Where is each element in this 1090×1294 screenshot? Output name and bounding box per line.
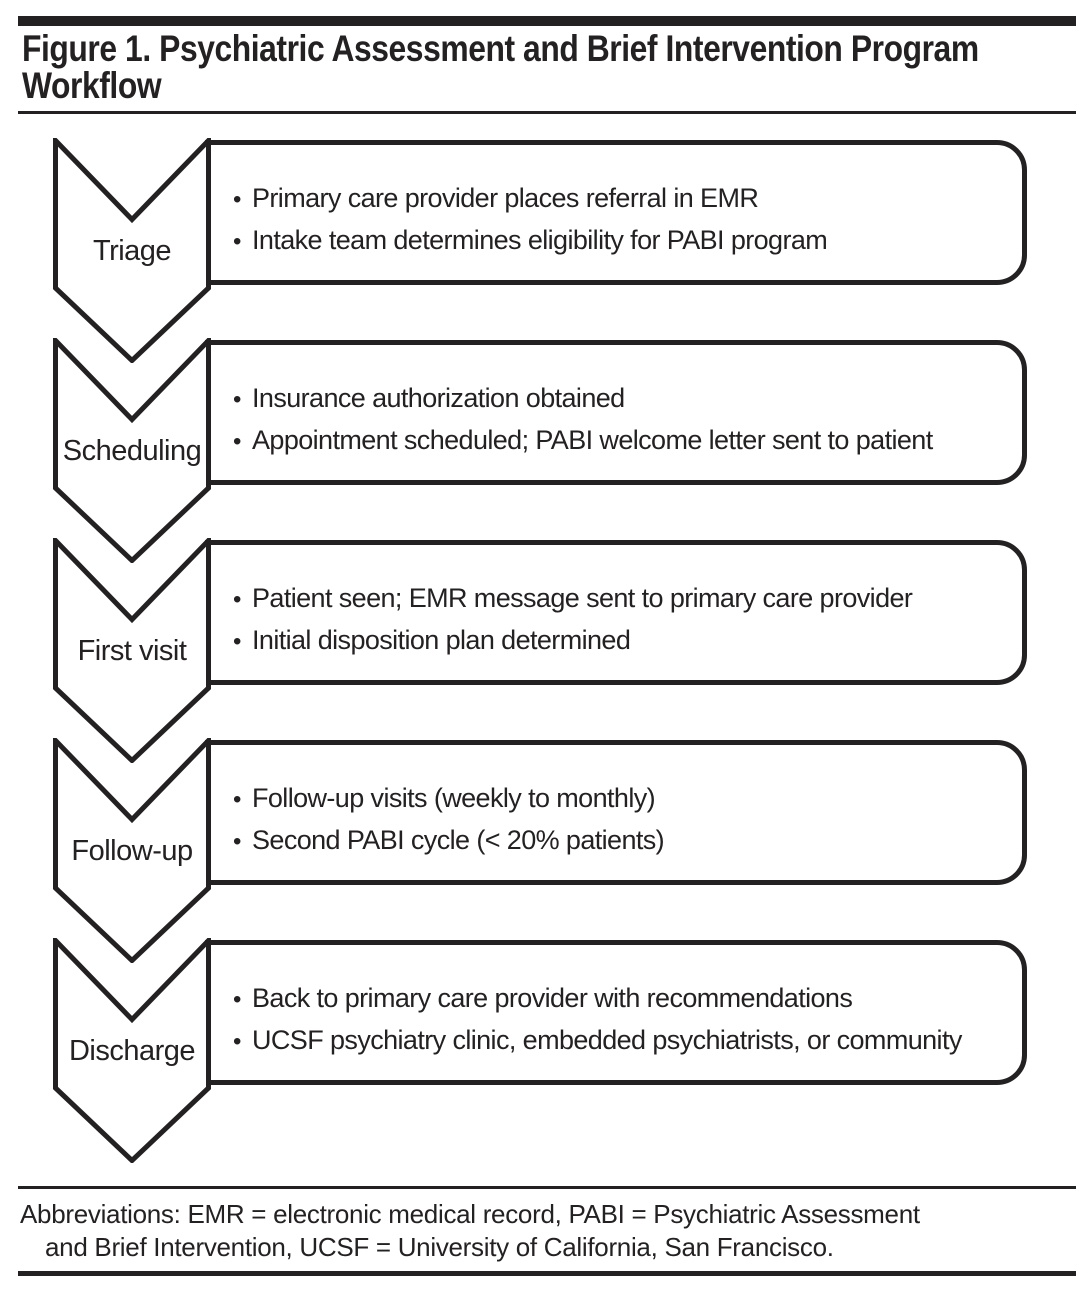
bullet-icon: • [233, 628, 241, 655]
bullet-text: Initial disposition plan determined [252, 625, 631, 655]
bullet-icon: • [233, 186, 241, 213]
footnote-line-2: and Brief Intervention, UCSF = Universit… [45, 1232, 834, 1262]
workflow-stage-follow-up: • Follow-up visits (weekly to monthly) • S… [0, 738, 1090, 963]
bullet-item: • Intake team determines eligibility for … [233, 220, 1004, 262]
stage-detail-box: • Back to primary care provider with reco… [205, 940, 1027, 1085]
chevron-down-icon [53, 538, 211, 763]
stage-label: Follow-up [71, 835, 193, 867]
stage-label: Scheduling [62, 435, 202, 467]
workflow-stage-triage: • Primary care provider places referral i… [0, 138, 1090, 363]
bullet-icon: • [233, 986, 241, 1013]
bullet-item: • Patient seen; EMR message sent to prima… [233, 578, 1004, 620]
bullet-item: • Initial disposition plan determined [233, 620, 1004, 662]
stage-detail-box: • Patient seen; EMR message sent to prima… [205, 540, 1027, 685]
bullet-item: • UCSF psychiatry clinic, embedded psychi… [233, 1020, 1004, 1062]
bullet-list: • Insurance authorization obtained • Appoi… [210, 345, 1022, 462]
bullet-text: UCSF psychiatry clinic, embedded psychia… [252, 1025, 962, 1055]
bullet-icon: • [233, 828, 241, 855]
bullet-text: Back to primary care provider with recom… [252, 983, 853, 1013]
bullet-icon: • [233, 786, 241, 813]
bullet-list: • Follow-up visits (weekly to monthly) • S… [210, 745, 1022, 862]
stage-detail-box: • Follow-up visits (weekly to monthly) • S… [205, 740, 1027, 885]
chevron-down-icon [53, 738, 211, 963]
figure-title: Figure 1. Psychiatric Assessment and Bri… [22, 30, 979, 104]
chevron-down-icon [53, 338, 211, 563]
bullet-list: • Back to primary care provider with reco… [210, 945, 1022, 1062]
bullet-list: • Primary care provider places referral i… [210, 145, 1022, 262]
stage-label: First visit [77, 635, 187, 667]
bullet-item: • Primary care provider places referral i… [233, 178, 1004, 220]
stage-detail-box: • Insurance authorization obtained • Appoi… [205, 340, 1027, 485]
workflow-stage-first-visit: • Patient seen; EMR message sent to prima… [0, 538, 1090, 763]
bullet-icon: • [233, 1028, 241, 1055]
bullet-item: • Follow-up visits (weekly to monthly) [233, 778, 1004, 820]
figure-title-line-2: Workflow [22, 65, 162, 106]
workflow-stage-discharge: • Back to primary care provider with reco… [0, 938, 1090, 1163]
bullet-item: • Second PABI cycle (< 20% patients) [233, 820, 1004, 862]
stage-label: Triage [92, 235, 172, 267]
bullet-list: • Patient seen; EMR message sent to prima… [210, 545, 1022, 662]
bullet-text: Intake team determines eligibility for P… [252, 225, 828, 255]
workflow-stage-scheduling: • Insurance authorization obtained • Appoi… [0, 338, 1090, 563]
bullet-item: • Insurance authorization obtained [233, 378, 1004, 420]
bullet-item: • Back to primary care provider with reco… [233, 978, 1004, 1020]
bullet-text: Appointment scheduled; PABI welcome lett… [252, 425, 933, 455]
bottom-rule [18, 1271, 1076, 1276]
figure-title-line-1: Figure 1. Psychiatric Assessment and Bri… [22, 28, 979, 69]
bullet-icon: • [233, 386, 241, 413]
bullet-item: • Appointment scheduled; PABI welcome let… [233, 420, 1004, 462]
bullet-text: Follow-up visits (weekly to monthly) [252, 783, 656, 813]
chevron-down-icon [53, 938, 211, 1163]
footnote-line-1: Abbreviations: EMR = electronic medical … [20, 1199, 920, 1229]
bullet-icon: • [233, 428, 241, 455]
bullet-text: Insurance authorization obtained [252, 383, 625, 413]
footnote-divider-rule [18, 1186, 1076, 1189]
bullet-text: Patient seen; EMR message sent to primar… [252, 583, 913, 613]
stage-detail-box: • Primary care provider places referral i… [205, 140, 1027, 285]
abbreviations-footnote: Abbreviations: EMR = electronic medical … [20, 1198, 1070, 1264]
stage-label: Discharge [68, 1035, 196, 1067]
bullet-text: Primary care provider places referral in… [252, 183, 759, 213]
bullet-icon: • [233, 586, 241, 613]
title-divider-rule [18, 111, 1076, 114]
chevron-down-icon [53, 138, 211, 363]
bullet-icon: • [233, 228, 241, 255]
bullet-text: Second PABI cycle (< 20% patients) [252, 825, 665, 855]
top-rule [18, 16, 1076, 26]
